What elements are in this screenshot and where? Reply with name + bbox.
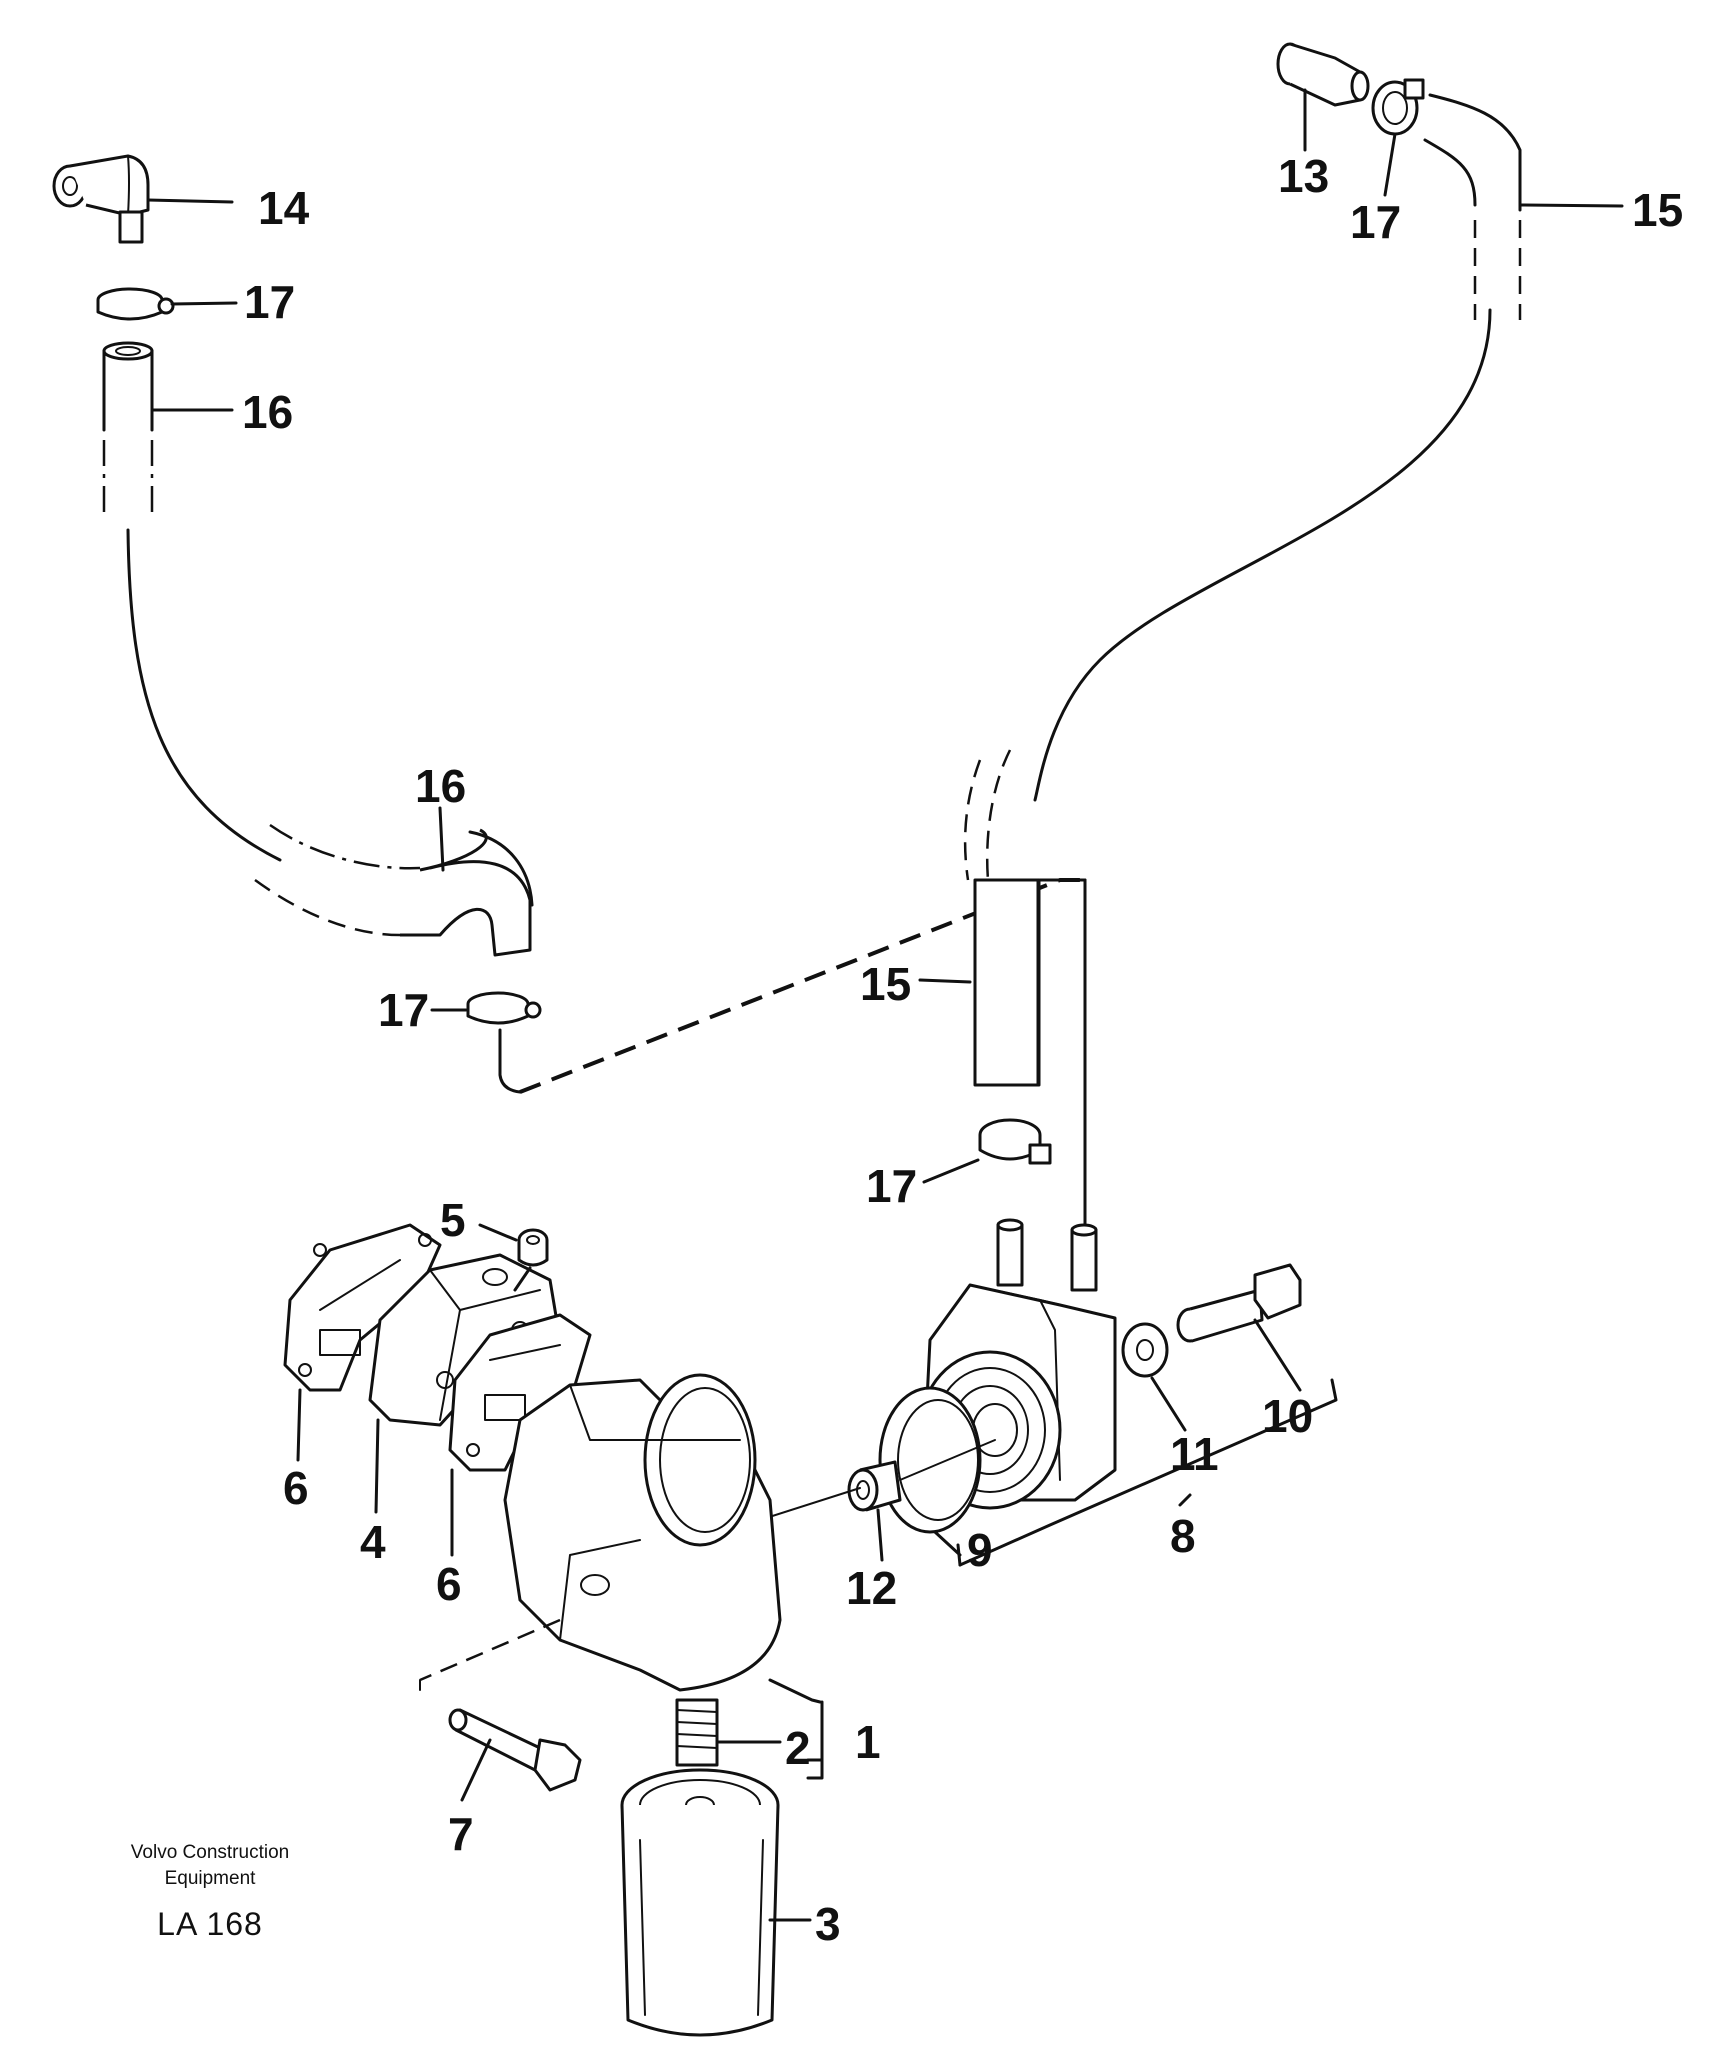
part-label-6-left: 6 — [283, 1462, 309, 1514]
plug-5 — [478, 1223, 549, 1292]
oil-filter-3 — [620, 1768, 812, 2037]
part-label-5: 5 — [440, 1194, 466, 1246]
hose-clamp-17-top-right — [1371, 78, 1425, 197]
part-label-8: 8 — [1170, 1510, 1196, 1562]
hose-16-left — [102, 341, 421, 937]
part-label-9: 9 — [967, 1524, 993, 1576]
hose-clamp-17-middle-right — [922, 1118, 1052, 1184]
part-label-17-top-left: 17 — [244, 276, 295, 328]
part-label-15-middle: 15 — [860, 958, 911, 1010]
part-label-12: 12 — [846, 1562, 897, 1614]
part-label-17-top-right: 17 — [1350, 196, 1401, 248]
nipple-13 — [1276, 42, 1370, 152]
bracket-8-10 — [958, 1378, 1338, 1567]
part-label-1: 1 — [855, 1716, 881, 1768]
hose-clamp-17-middle-left — [430, 991, 542, 1094]
company-name-line1: Volvo Construction — [130, 1842, 290, 1863]
part-label-16-left: 16 — [242, 386, 293, 438]
part-label-16-middle: 16 — [415, 760, 466, 812]
bolt-7 — [448, 1708, 582, 1802]
part-label-3: 3 — [815, 1898, 841, 1950]
hose-clamp-17-top-left — [96, 287, 238, 321]
elbow-fitting-14 — [52, 154, 234, 244]
threaded-nipple-2 — [675, 1698, 782, 1767]
part-label-7: 7 — [448, 1808, 474, 1860]
part-label-2: 2 — [785, 1722, 811, 1774]
housing-4 — [368, 1253, 562, 1514]
hose-15-right — [963, 93, 1624, 881]
hose-15-middle — [918, 878, 1087, 1232]
seal-ring-9 — [878, 1386, 982, 1557]
part-label-14: 14 — [258, 182, 310, 234]
part-label-10: 10 — [1262, 1390, 1313, 1442]
part-label-17-middle-left: 17 — [378, 984, 429, 1036]
part-label-6-middle: 6 — [436, 1558, 462, 1610]
filter-head-1 — [419, 1373, 824, 1780]
part-label-4: 4 — [360, 1516, 386, 1568]
drawing-code: LA 168 — [157, 1906, 263, 1942]
washer-11 — [1121, 1322, 1187, 1432]
company-name-line2: Equipment — [164, 1868, 256, 1889]
part-label-11: 11 — [1170, 1428, 1219, 1480]
spacer-12 — [847, 1460, 902, 1562]
manufacturer-footer: Volvo Construction Equipment LA 168 — [95, 1840, 325, 1943]
part-label-17-middle-right: 17 — [866, 1160, 917, 1212]
bolt-10 — [1176, 1263, 1302, 1392]
part-label-13: 13 — [1278, 150, 1329, 202]
hose-elbow-16 — [400, 806, 534, 957]
part-label-15-right: 15 — [1632, 184, 1683, 236]
